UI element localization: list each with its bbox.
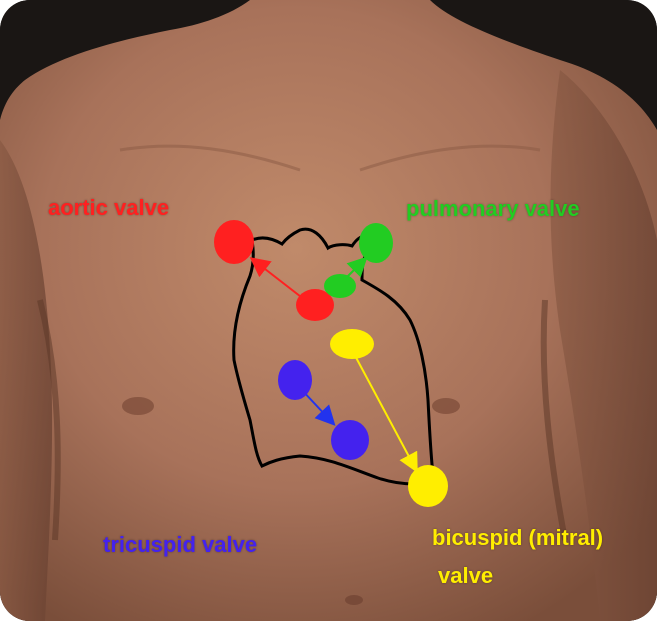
pulmonary-valve-label: pulmonary valve	[406, 196, 580, 222]
bicuspid-valve-label-line1: bicuspid (mitral)	[432, 525, 603, 551]
pulmonary-valve-origin-marker	[324, 274, 356, 298]
tricuspid-valve-label: tricuspid valve	[103, 532, 257, 558]
bicuspid-valve-marker	[408, 465, 448, 507]
left-nipple	[122, 397, 154, 415]
bicuspid-valve-origin-marker	[330, 329, 374, 359]
aortic-valve-marker	[214, 220, 254, 264]
tricuspid-valve-marker	[331, 420, 369, 460]
right-nipple	[432, 398, 460, 414]
aortic-valve-label: aortic valve	[48, 195, 169, 221]
pulmonary-valve-marker	[359, 223, 393, 263]
bicuspid-valve-label-line2: valve	[438, 563, 493, 589]
tricuspid-valve-origin-marker	[278, 360, 312, 400]
